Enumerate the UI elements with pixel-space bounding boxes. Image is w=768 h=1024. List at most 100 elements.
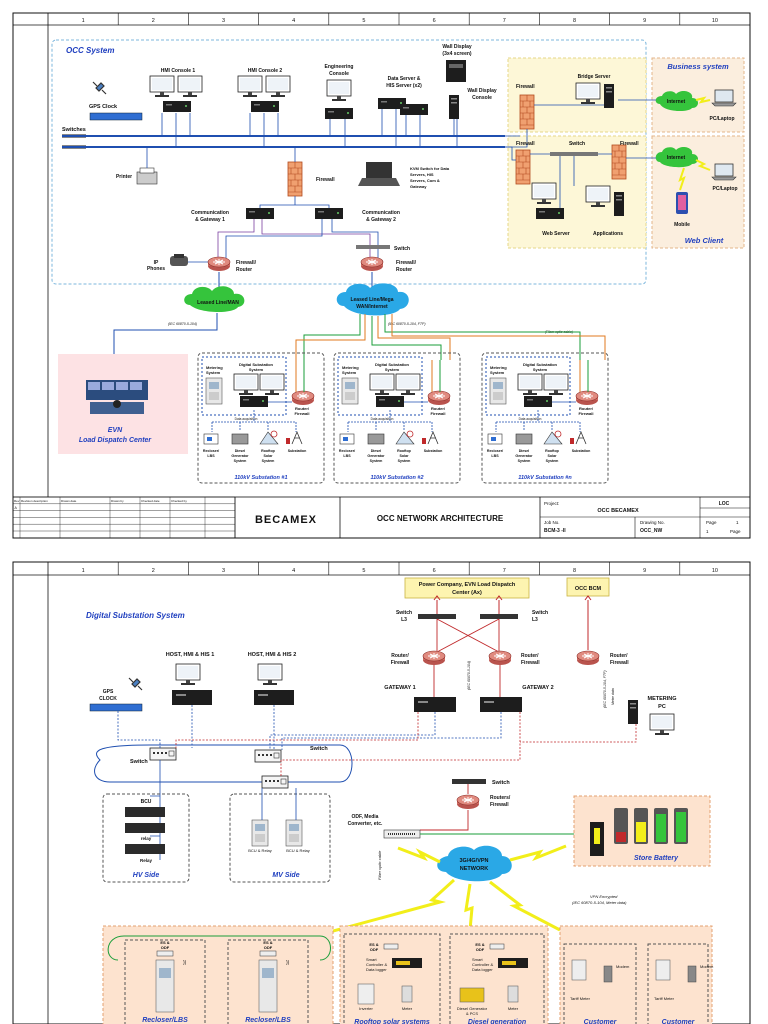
vpn-cloud: 3G/4G/VPN NETWORK: [437, 845, 512, 882]
device-label: Rooftop: [261, 449, 276, 453]
column-label: 9: [643, 18, 646, 24]
power-company-box: Power Company, EVN Load Dispatch Center …: [404, 577, 530, 599]
svg-text:Firewall: Firewall: [316, 177, 335, 183]
printer: Printer: [116, 147, 158, 185]
comm-gateway-2: Communication & Gateway 2: [315, 208, 400, 223]
meter-label: Meter: [402, 1006, 413, 1011]
svg-text:& Gateway 1: & Gateway 1: [195, 217, 225, 223]
internet-web-client: Internet PC/Laptop Mobile: [626, 147, 738, 228]
revision-header: Drawn by: [111, 499, 124, 503]
occ-system-title: OCC System: [66, 46, 114, 55]
switch-ring-2: [254, 749, 282, 763]
fiber-label-2: Fiber optic cable: [377, 850, 382, 880]
svg-text:Switch: Switch: [130, 759, 148, 765]
firewall-to-gateways: [259, 196, 330, 208]
es-odf-label: ODF: [264, 945, 273, 950]
mv-side: BCU & Relay BCU & Relay MV Side: [229, 788, 331, 883]
recloser-title: Recloser/LBS: [245, 1017, 291, 1024]
gps-clock-2: GPS CLOCK: [89, 677, 143, 712]
wan-switch: [356, 245, 390, 249]
tariff-label: Tariff Meter: [570, 996, 591, 1001]
router-2: Firewall/ Router: [360, 256, 417, 273]
router-fw-label: Firewall: [295, 411, 310, 416]
substation-title: 110kV Substation #n: [518, 475, 572, 481]
ip-phones: IP Phones: [147, 254, 210, 272]
digital-label: Digital Substation: [375, 362, 410, 367]
svg-text:Bridge Server: Bridge Server: [578, 74, 611, 80]
svg-text:Router/: Router/: [521, 653, 539, 659]
host-hmi-1: HOST, HMI & HIS 1: [166, 652, 214, 705]
revision-header: Rev: [14, 499, 20, 503]
svg-text:Firewall/: Firewall/: [236, 260, 257, 266]
column-label: 6: [433, 18, 436, 24]
svg-text:Web Server: Web Server: [542, 231, 569, 237]
switches-label: Switches: [62, 127, 86, 133]
cloud-leased-wan: Leased Line/Mega WAN/Internet: [336, 283, 409, 316]
switch-l3-a: [418, 614, 456, 619]
metering-label: Metering: [342, 365, 359, 370]
svg-text:OCC BECAMEX: OCC BECAMEX: [597, 508, 639, 514]
substation-title: 110kV Substation #2: [370, 475, 423, 481]
device-label: Substation: [572, 449, 591, 453]
digital-label: Digital Substation: [523, 362, 558, 367]
column-label: 9: [643, 568, 646, 574]
data-server: Data Server & HIS Server (x2): [378, 76, 428, 147]
es-odf-label: ODF: [161, 945, 170, 950]
device-label: Diesel: [519, 449, 530, 453]
column-label: 2: [152, 568, 155, 574]
es-odf-label: ES &: [263, 940, 272, 945]
revision-header: Revision description: [21, 499, 48, 503]
switch-ring-1: [149, 747, 177, 761]
svg-text:L3: L3: [532, 617, 538, 623]
svg-text:Firewall: Firewall: [490, 802, 509, 808]
smart-label: Controller &: [472, 962, 493, 967]
links-to-power-co: [436, 600, 500, 614]
internet-business: Internet PC/Laptop: [618, 89, 737, 122]
svg-text:Power Company, EVN Load Dispat: Power Company, EVN Load Dispatch: [419, 582, 516, 588]
metering-label: System: [206, 370, 221, 375]
digital-substation-title: Digital Substation System: [86, 611, 185, 620]
svg-text:Converter, etc.: Converter, etc.: [348, 821, 383, 827]
device-label: Solar: [264, 454, 274, 458]
svg-text:Communication: Communication: [191, 210, 229, 216]
revision-header: Checked date: [141, 499, 160, 503]
digital-label: System: [249, 367, 264, 372]
substation-title: 110kV Substation #1: [234, 475, 287, 481]
svg-text:WAN/Internet: WAN/Internet: [356, 304, 388, 310]
svg-text:Job No.: Job No.: [544, 520, 560, 525]
svg-text:KVM Switch for Data: KVM Switch for Data: [410, 166, 450, 171]
device-label: System: [546, 459, 559, 463]
router-b: [488, 650, 512, 666]
kvm-switch: KVM Switch for Data Servers, HIS Servers…: [358, 162, 450, 189]
svg-text:Firewall/: Firewall/: [396, 260, 417, 266]
svg-text:BCU & Relay: BCU & Relay: [248, 848, 272, 853]
switch-ring-3: [261, 775, 289, 789]
column-label: 8: [573, 568, 576, 574]
iec-label-a: (IEC 60870-5-104): [168, 322, 197, 326]
svg-text:HV Side: HV Side: [133, 872, 160, 879]
customer-title: Customer: [584, 1019, 618, 1024]
svg-text:HIS Server (x2): HIS Server (x2): [386, 83, 422, 89]
svg-text:Page: Page: [706, 520, 717, 525]
meter-data-label: Meter data: [611, 688, 615, 705]
gateway-1: GATEWAY 1: [384, 685, 456, 712]
switch-label-1: Switch: [394, 246, 410, 252]
revision-header: Checked by: [171, 499, 187, 503]
metering-pc: METERING PC: [628, 696, 677, 736]
column-label: 6: [433, 568, 436, 574]
device-label: Recloser/: [203, 449, 219, 453]
es-odf-label: ODF: [370, 947, 379, 952]
device-label: Solar: [400, 454, 410, 458]
data-acq-label: Data acquisition: [519, 417, 542, 421]
device-label: System: [234, 459, 247, 463]
host-hmi-2: HOST, HMI & HIS 2: [248, 652, 296, 705]
svg-text:Leased Line/MAN: Leased Line/MAN: [197, 300, 239, 306]
digital-label: System: [533, 367, 548, 372]
svg-text:Firewall: Firewall: [620, 141, 639, 147]
diesel-label: Diesel Generator: [457, 1006, 488, 1011]
